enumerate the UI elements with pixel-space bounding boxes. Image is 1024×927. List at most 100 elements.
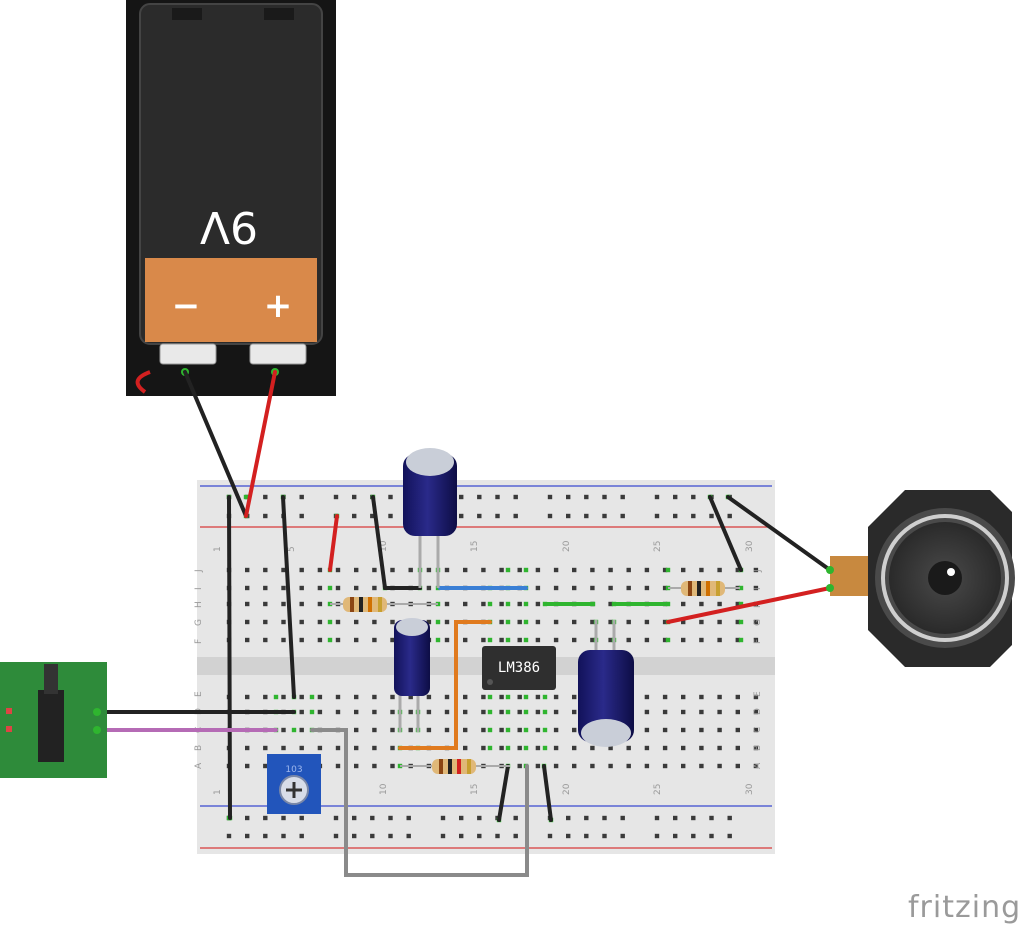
rail-hole: [727, 815, 732, 821]
breadboard-hole: [263, 585, 268, 591]
breadboard-hole: [535, 637, 541, 643]
col-number-top: 25: [653, 541, 663, 552]
battery-label-band: [145, 258, 317, 342]
breadboard-hole: [626, 637, 631, 643]
connected-hole: [665, 637, 671, 643]
row-letter: I: [753, 587, 763, 590]
breadboard-hole: [390, 709, 395, 715]
wire-ic-ground-right: [542, 764, 553, 822]
capacitor-top: [406, 448, 454, 476]
breadboard-hole: [735, 745, 740, 751]
connected-hole: [273, 694, 279, 700]
breadboard-hole: [299, 585, 304, 591]
connected-hole: [243, 494, 249, 500]
ic-lm386: LM386: [482, 646, 556, 690]
rail-hole: [352, 494, 357, 500]
wire-battery-positive: [244, 370, 277, 518]
battery-plus-symbol: +: [264, 286, 293, 326]
breadboard-hole: [372, 709, 377, 715]
breadboard-hole: [245, 619, 250, 625]
resistor-band: [359, 597, 363, 612]
breadboard-hole: [299, 601, 304, 607]
breadboard-hole: [699, 727, 704, 733]
breadboard-hole: [590, 585, 595, 591]
breadboard-hole: [281, 637, 286, 643]
breadboard-hole: [481, 709, 486, 715]
breadboard-hole: [662, 763, 668, 769]
breadboard-hole: [354, 745, 359, 751]
rail-hole: [602, 815, 607, 821]
breadboard-hole: [372, 763, 377, 769]
breadboard-hole: [626, 763, 631, 769]
rail-hole: [495, 513, 500, 519]
breadboard-hole: [390, 637, 395, 643]
rail-hole: [263, 494, 268, 500]
breadboard-hole: [372, 745, 377, 751]
breadboard-hole: [390, 763, 395, 769]
breadboard-hole: [463, 694, 468, 700]
rail-hole: [352, 833, 357, 839]
col-number-top: 5: [287, 546, 297, 552]
breadboard-hole: [608, 619, 613, 625]
breadboard-hole: [481, 694, 486, 700]
breadboard-hole: [354, 619, 359, 625]
resistor-band: [697, 581, 701, 596]
breadboard-hole: [390, 745, 395, 751]
breadboard-hole: [444, 694, 450, 700]
connected-hole: [327, 585, 333, 591]
breadboard-hole: [535, 619, 541, 625]
breadboard-hole: [426, 619, 432, 625]
connected-hole: [523, 694, 529, 700]
wire-gray-pot-to-ic: [310, 728, 529, 877]
row-letter: B: [194, 745, 204, 751]
rail-hole: [673, 815, 678, 821]
breadboard-hole: [553, 709, 559, 715]
speaker-pin: [826, 584, 834, 592]
breadboard-hole: [699, 637, 704, 643]
breadboard-hole: [517, 694, 522, 700]
jack-pin: [6, 708, 12, 714]
breadboard-hole: [535, 745, 541, 751]
rail-hole: [406, 815, 411, 821]
breadboard-hole: [626, 745, 631, 751]
connected-hole: [523, 619, 529, 625]
resistor-band: [350, 597, 354, 612]
rail-hole: [281, 815, 286, 821]
breadboard-hole: [499, 694, 504, 700]
connected-hole: [505, 727, 511, 733]
breadboard-hole: [281, 585, 286, 591]
capacitor-large-top: [403, 448, 457, 588]
rail-hole: [245, 833, 250, 839]
breadboard-hole: [717, 619, 722, 625]
breadboard-hole: [717, 601, 722, 607]
breadboard-hole: [644, 567, 650, 573]
breadboard-hole: [662, 619, 668, 625]
resistor-band: [378, 597, 382, 612]
rail-hole: [602, 833, 607, 839]
rail-hole: [691, 833, 696, 839]
rail-hole: [620, 513, 625, 519]
breadboard-hole: [681, 763, 686, 769]
breadboard-hole: [372, 567, 377, 573]
breadboard-hole: [681, 567, 686, 573]
audio-jack: [0, 662, 107, 778]
breadboard-hole: [463, 727, 468, 733]
wire-vcc-short: [328, 514, 339, 572]
rail-hole: [709, 513, 714, 519]
rail-hole: [673, 833, 678, 839]
breadboard-hole: [245, 601, 250, 607]
breadboard-hole: [299, 694, 304, 700]
breadboard-hole: [372, 585, 377, 591]
breadboard-hole: [735, 709, 740, 715]
col-number-bottom: 1: [213, 789, 223, 795]
breadboard-hole: [553, 694, 559, 700]
breadboard-hole: [299, 745, 304, 751]
resistor-band: [457, 759, 461, 774]
capacitor-body: [394, 620, 430, 696]
connected-hole: [435, 619, 441, 625]
connected-hole: [487, 694, 493, 700]
breadboard-hole: [717, 745, 722, 751]
connected-hole: [505, 745, 511, 751]
ic-body: [482, 646, 556, 690]
connected-hole: [309, 694, 315, 700]
